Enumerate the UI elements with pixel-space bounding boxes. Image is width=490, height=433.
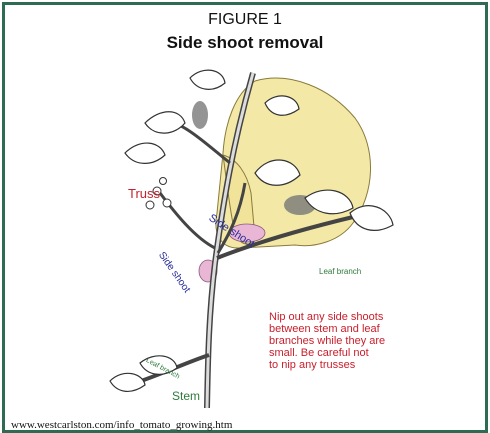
leaf xyxy=(145,112,185,133)
figure-title: Side shoot removal xyxy=(5,33,485,53)
leaf xyxy=(125,143,165,163)
stem-label: Stem xyxy=(172,389,200,403)
leaf-branch-label-right: Leaf branch xyxy=(319,267,361,276)
figure-label: FIGURE 1 xyxy=(5,11,485,29)
knuckle-shadow xyxy=(192,101,208,129)
leaf xyxy=(110,373,145,391)
truss-label: Truss xyxy=(128,186,160,201)
advice-note: Nip out any side shoots between stem and… xyxy=(269,311,399,371)
flower xyxy=(146,201,154,209)
leaf xyxy=(190,70,225,89)
flower xyxy=(160,178,167,185)
flower xyxy=(163,199,171,207)
source-url: www.westcarlston.com/info_tomato_growing… xyxy=(11,419,232,431)
leaf xyxy=(350,206,393,231)
